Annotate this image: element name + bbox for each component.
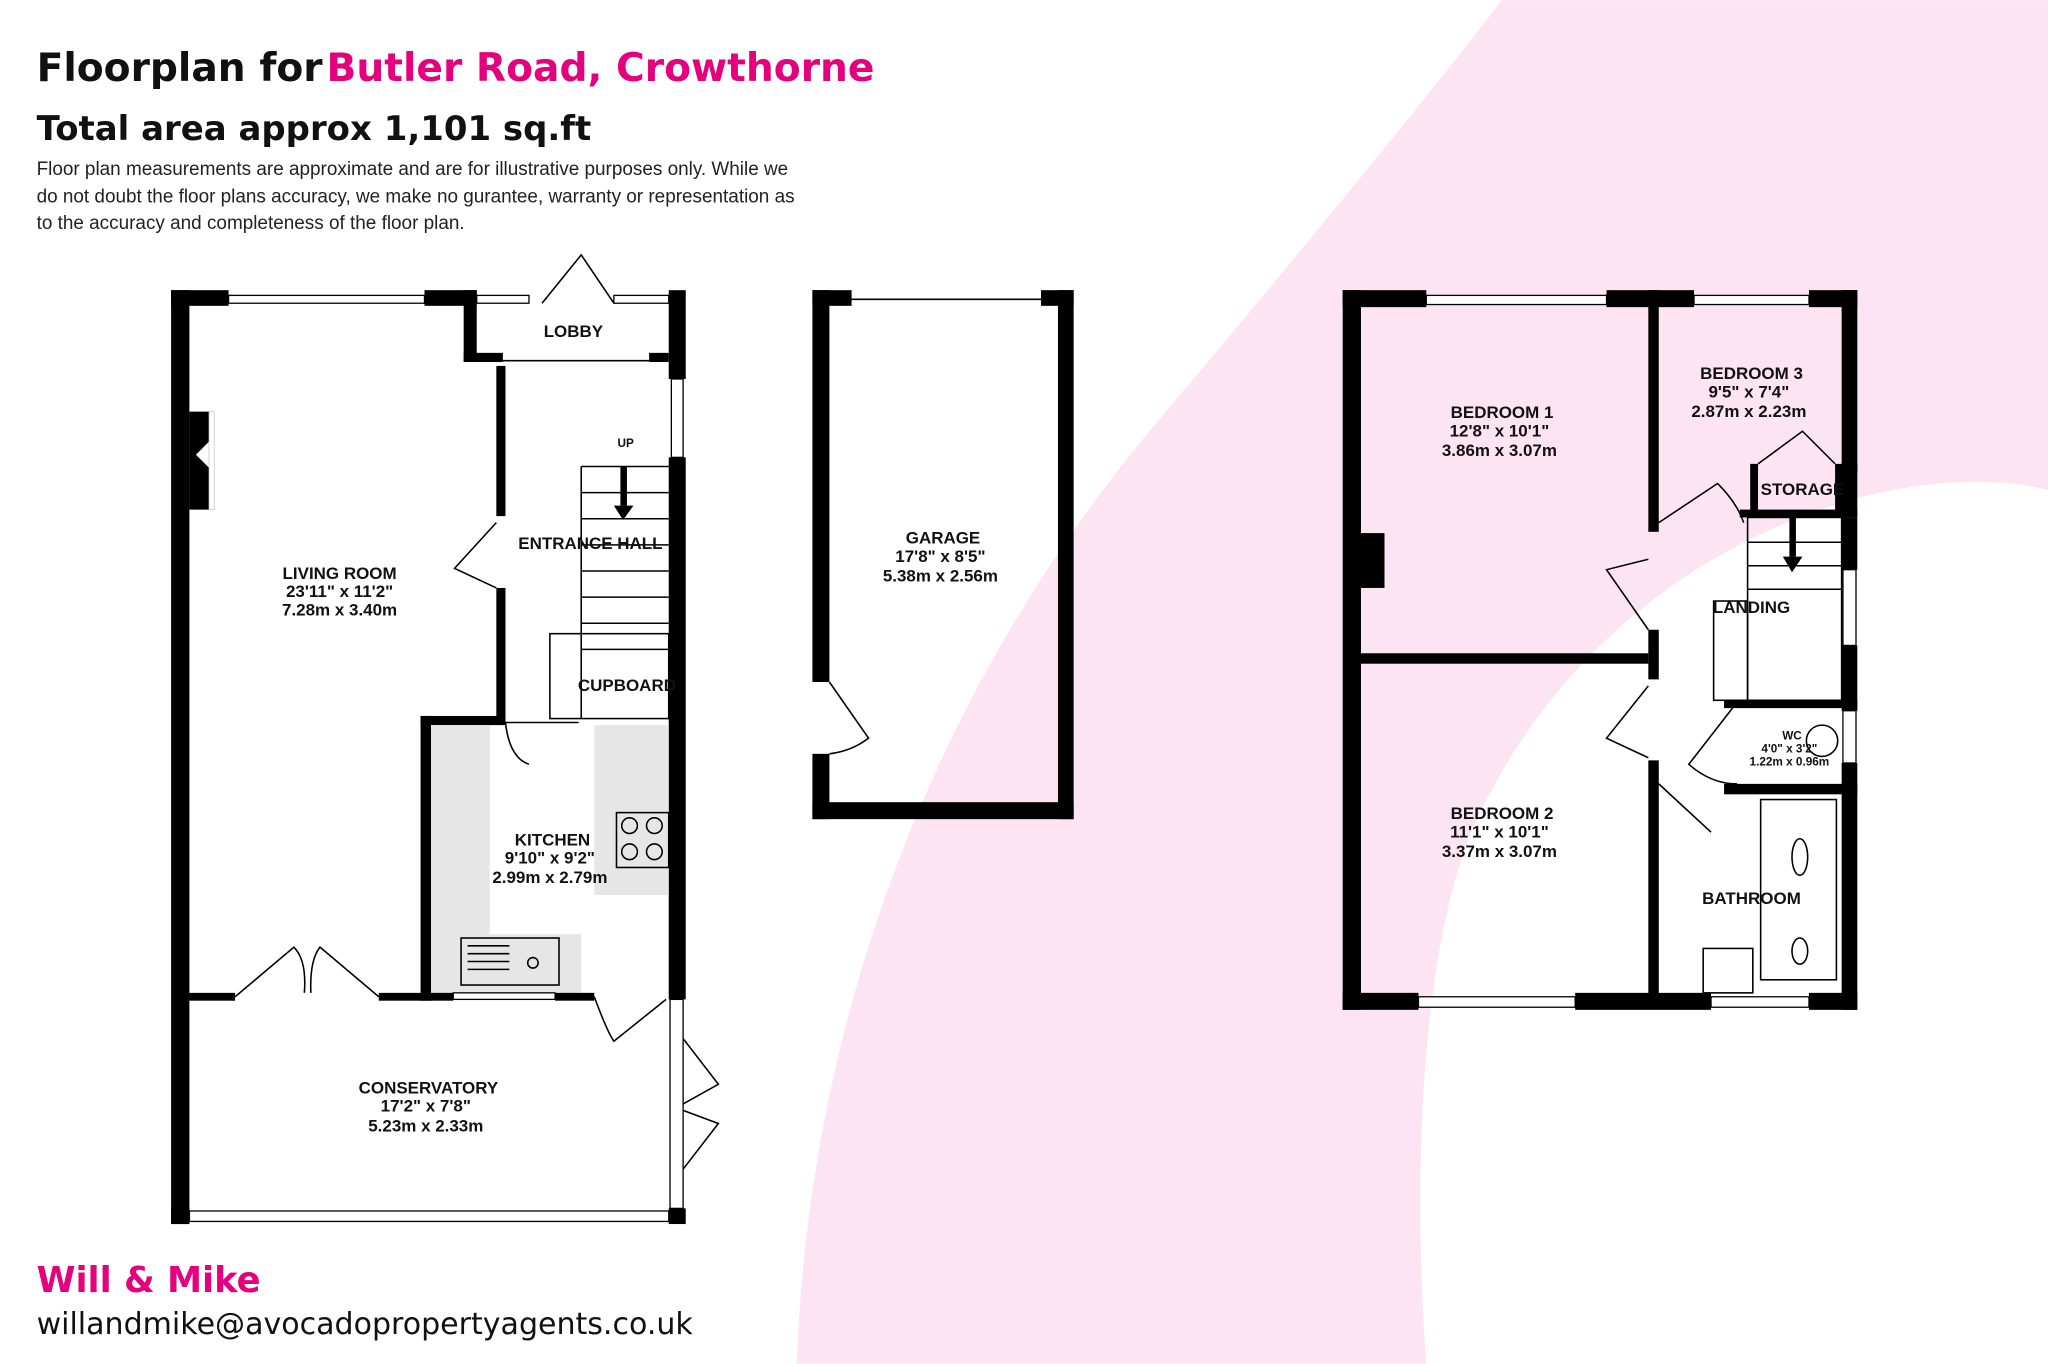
disclaimer-line: do not doubt the floor plans accuracy, w… [37,187,795,208]
conservatory-label: CONSERVATORY [359,1078,499,1097]
bedroom1-metric: 3.86m x 3.07m [1442,441,1557,460]
disclaimer: Floor plan measurements are approximate … [37,159,795,234]
ground-floor-plan [171,253,720,1225]
cupboard-label: CUPBOARD [578,676,676,695]
storage-label: STORAGE [1761,480,1845,499]
property-address: Butler Road, Crowthorne [327,46,875,91]
stairs-up-label: UP [617,437,633,450]
bedroom3-imperial: 9'5" x 7'4" [1709,382,1790,401]
bedroom3-metric: 2.87m x 2.23m [1691,402,1806,421]
wc-metric: 1.22m x 0.96m [1750,756,1830,769]
room-labels: LOBBY UP ENTRANCE HALL LIVING ROOM 23'11… [282,322,1844,1135]
bedroom2-imperial: 11'1" x 10'1" [1450,822,1549,841]
bedroom1-imperial: 12'8" x 10'1" [1450,421,1550,440]
first-floor-plan [1342,290,1858,1010]
living-room-imperial: 23'11" x 11'2" [286,582,393,601]
disclaimer-line: to the accuracy and completeness of the … [37,213,465,234]
garage-plan [812,290,1074,820]
total-area: Total area approx 1,101 sq.ft [37,109,592,149]
kitchen-label: KITCHEN [515,830,590,849]
conservatory-imperial: 17'2" x 7'8" [381,1097,471,1116]
agent-name: Will & Mike [37,1260,261,1301]
bedroom2-metric: 3.37m x 3.07m [1442,842,1557,861]
wc-label: WC [1782,729,1802,742]
entrance-hall-label: ENTRANCE HALL [518,534,662,553]
living-room-metric: 7.28m x 3.40m [282,600,397,619]
kitchen-metric: 2.99m x 2.79m [492,868,607,887]
living-room-label: LIVING ROOM [283,564,397,583]
garage-metric: 5.38m x 2.56m [883,566,998,585]
lobby-label: LOBBY [544,322,604,341]
bedroom2-label: BEDROOM 2 [1451,804,1554,823]
agent-email[interactable]: willandmike@avocadopropertyagents.co.uk [37,1307,694,1342]
wc-imperial: 4'0" x 3'2" [1761,743,1817,756]
bedroom3-label: BEDROOM 3 [1700,364,1803,383]
landing-label: LANDING [1713,598,1790,617]
background-swoosh [796,0,2048,1364]
conservatory-metric: 5.23m x 2.33m [368,1116,483,1135]
kitchen-imperial: 9'10" x 9'2" [505,849,595,868]
disclaimer-line: Floor plan measurements are approximate … [37,159,789,180]
garage-label: GARAGE [906,529,980,548]
garage-imperial: 17'8" x 8'5" [895,547,985,566]
bedroom1-label: BEDROOM 1 [1451,403,1554,422]
title-prefix: Floorplan for [37,46,324,91]
bathroom-label: BATHROOM [1702,889,1801,908]
